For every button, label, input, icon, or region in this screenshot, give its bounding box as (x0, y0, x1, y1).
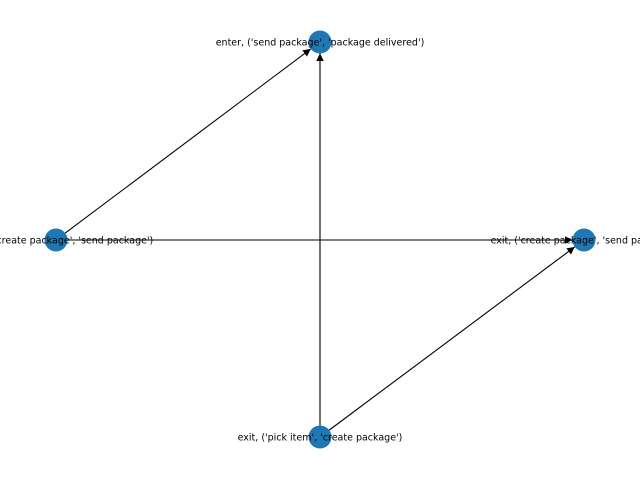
edges-layer (64, 48, 576, 431)
nodes-layer (44, 30, 596, 449)
node-label-right: exit, ('create package', 'send package') (491, 236, 640, 247)
labels-layer: enter, ('send package', 'package deliver… (0, 38, 640, 444)
edge-bottom-to-right (328, 246, 576, 431)
node-bottom (308, 425, 332, 449)
node-top (308, 30, 332, 54)
node-left (44, 228, 68, 252)
node-label-top: enter, ('send package', 'package deliver… (216, 38, 425, 49)
node-label-left: enter, ('create package', 'send package'… (0, 236, 153, 247)
edge-left-to-top (64, 48, 312, 234)
node-label-bottom: exit, ('pick item', 'create package') (238, 433, 403, 444)
node-right (572, 228, 596, 252)
